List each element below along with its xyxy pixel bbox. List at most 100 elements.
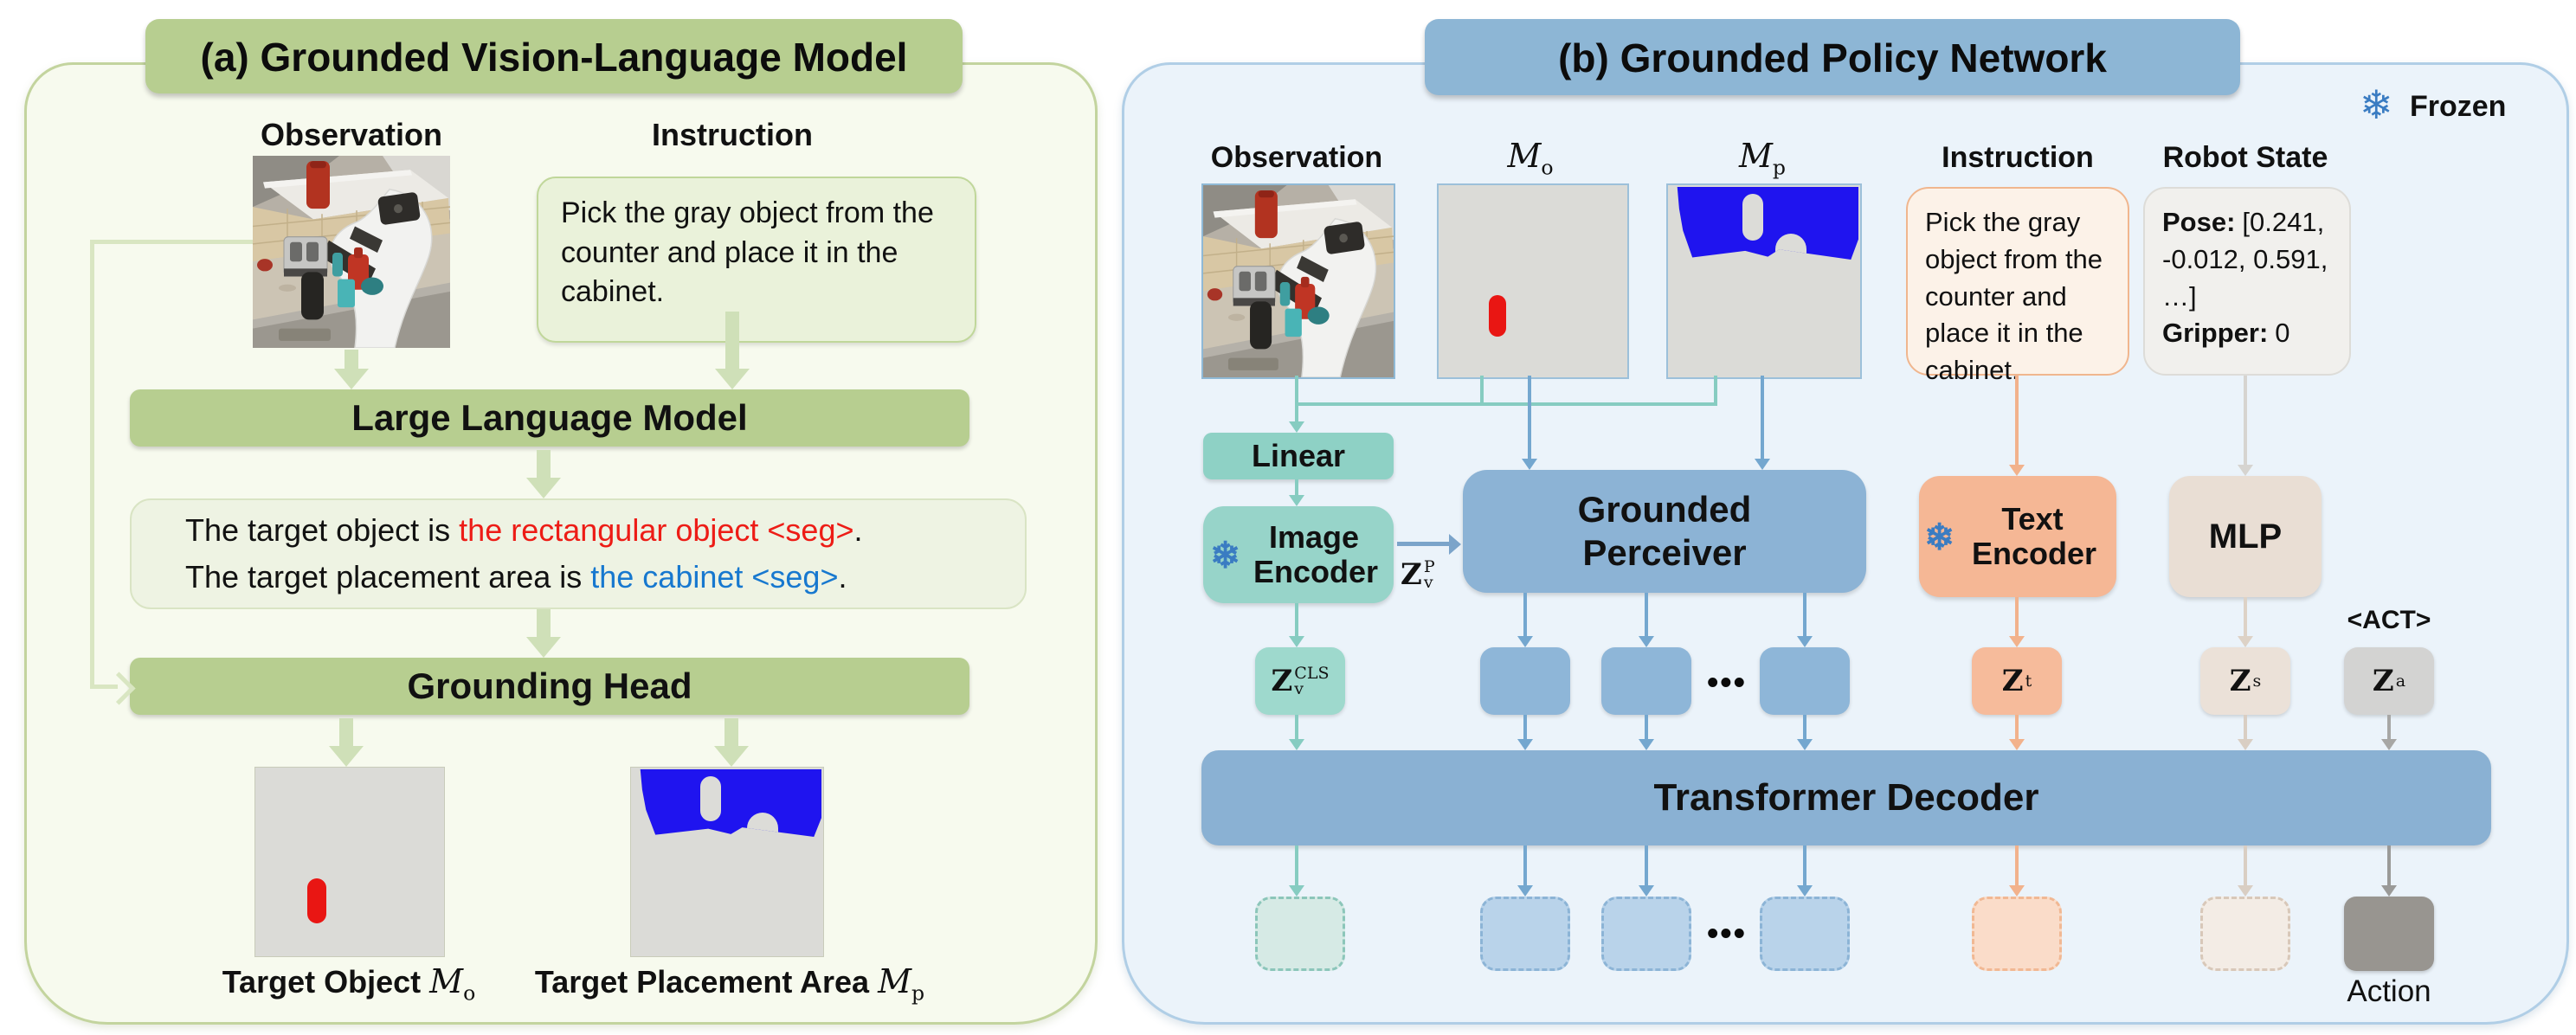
arrow-decoder-out-4	[1803, 845, 1806, 885]
linear-box: Linear	[1203, 433, 1394, 479]
arrow-instruction-to-text-encoder	[2015, 376, 2019, 465]
highlight-placement-area: the cabinet <seg>	[590, 559, 839, 595]
robot-state-box: Pose:[0.241, -0.012, 0.591, …] Gripper:0	[2143, 187, 2351, 376]
mo-mask-image	[1437, 183, 1629, 379]
arrow-token2-to-decoder	[1645, 715, 1648, 739]
mp-teal-stub	[1714, 376, 1717, 406]
arrow-instruction-to-llm	[725, 312, 739, 369]
arrow-perceiver-to-token3	[1803, 593, 1806, 636]
arrow-token3-to-decoder	[1803, 715, 1806, 739]
instruction-label-b: Instruction	[1942, 141, 2094, 174]
image-encoder-box: ❄ Image Encoder	[1203, 506, 1394, 603]
robot-state-label: Robot State	[2162, 141, 2328, 174]
arrow-decoder-out-2	[1523, 845, 1527, 885]
mo-object-highlight	[1489, 295, 1506, 337]
output-token-text	[1972, 897, 2062, 971]
mo-label: Mo	[1507, 137, 1554, 180]
feedback-line-bottom	[90, 685, 118, 689]
arrow-perceiver-to-token2	[1645, 593, 1648, 636]
arrow-gh-to-object-mask	[339, 718, 353, 746]
output-token-2	[1601, 897, 1691, 971]
arrow-linear-to-image-encoder	[1295, 479, 1298, 495]
arrow-observation-to-llm	[345, 350, 358, 369]
output-token-cls	[1255, 897, 1345, 971]
grounding-head-bar: Grounding Head	[130, 658, 969, 715]
perceiver-token-3	[1760, 647, 1850, 715]
arrow-mp-to-perceiver	[1761, 376, 1764, 459]
panel-a-title: (a) Grounded Vision-Language Model	[145, 19, 963, 93]
arrow-image-encoder-to-perceiver	[1397, 542, 1449, 546]
action-label: Action	[2347, 974, 2431, 1008]
mp-cutout-capsule	[1742, 194, 1763, 241]
arrow-image-encoder-to-zcls	[1295, 603, 1298, 636]
pose-line: Pose:[0.241, -0.012, 0.591, …]	[2162, 207, 2328, 312]
arrow-zt-to-decoder	[2015, 715, 2019, 739]
act-token-label: <ACT>	[2347, 606, 2431, 634]
instruction-text-a: Pick the gray object from the counter an…	[561, 196, 934, 309]
mp-mask-image	[1666, 183, 1862, 379]
mo-teal-stub	[1480, 376, 1484, 406]
arrow-decoder-out-3	[1645, 845, 1648, 885]
placement-cutout-bump	[747, 813, 778, 837]
mlp-box: MLP	[2169, 476, 2322, 597]
arrow-zcls-to-decoder	[1295, 715, 1298, 739]
target-object-caption: Target Object Mo	[222, 962, 476, 1006]
arrow-decoder-out-1	[1295, 845, 1298, 885]
arrow-gh-to-placement-mask	[724, 718, 738, 746]
action-token	[2344, 897, 2434, 971]
mp-cutout-bump	[1775, 234, 1806, 260]
arrow-llm-to-output	[537, 450, 551, 478]
arrow-state-to-mlp	[2244, 376, 2247, 465]
observation-image-a	[253, 156, 450, 348]
target-placement-caption: Target Placement Area Mp	[534, 962, 925, 1006]
output-token-3	[1760, 897, 1850, 971]
snowflake-icon-image-encoder: ❄	[1210, 535, 1241, 575]
snowflake-icon: ❄	[2360, 82, 2393, 127]
instruction-box-b: Pick the gray object from the counter an…	[1906, 187, 2129, 385]
arrow-decoder-out-6	[2244, 845, 2247, 885]
panel-b-title: (b) Grounded Policy Network	[1425, 19, 2240, 95]
arrow-text-encoder-to-zt	[2015, 597, 2019, 636]
highlight-target-object: the rectangular object <seg>	[459, 512, 854, 548]
arrow-za-to-decoder	[2387, 715, 2391, 739]
target-placement-mask	[630, 767, 824, 957]
frozen-label: Frozen	[2410, 90, 2507, 123]
arrow-obs-to-linear	[1295, 376, 1298, 421]
arrow-token1-to-decoder	[1523, 715, 1527, 739]
arrow-decoder-to-action	[2387, 845, 2391, 885]
perceiver-token-1	[1480, 647, 1570, 715]
output-token-state	[2200, 897, 2290, 971]
arrow-zs-to-decoder	[2244, 715, 2247, 739]
instruction-text-b: Pick the gray object from the counter an…	[1925, 207, 2103, 386]
feedback-line-top	[90, 240, 253, 244]
transformer-decoder-bar: Transformer Decoder	[1201, 750, 2491, 845]
arrow-mlp-to-zs	[2244, 597, 2247, 636]
arrow-output-to-grounding-head	[537, 609, 551, 637]
arrow-perceiver-to-token1	[1523, 593, 1527, 636]
output-line-2: The target placement area is the cabinet…	[185, 559, 847, 595]
target-object-mask	[254, 767, 445, 957]
placement-cutout-capsule	[700, 776, 721, 821]
instruction-label-a: Instruction	[652, 117, 813, 152]
snowflake-icon-text-encoder: ❄	[1924, 517, 1955, 557]
gripper-line: Gripper:0	[2162, 318, 2290, 349]
grounded-perceiver-box: Grounded Perceiver	[1463, 470, 1866, 593]
placement-area-highlight	[640, 769, 821, 837]
arrow-decoder-out-5	[2015, 845, 2019, 885]
observation-label-a: Observation	[260, 117, 443, 152]
observation-label-b: Observation	[1210, 141, 1383, 174]
target-object-highlight	[307, 878, 326, 923]
feedback-line-vertical	[90, 240, 94, 687]
mp-label: Mp	[1739, 137, 1786, 180]
teal-merge-line	[1295, 402, 1717, 406]
arrow-mo-to-perceiver	[1528, 376, 1531, 459]
observation-image-b	[1201, 183, 1395, 379]
vlm-output-box: The target object is the rectangular obj…	[130, 498, 1027, 609]
output-ellipsis: •••	[1707, 916, 1747, 952]
